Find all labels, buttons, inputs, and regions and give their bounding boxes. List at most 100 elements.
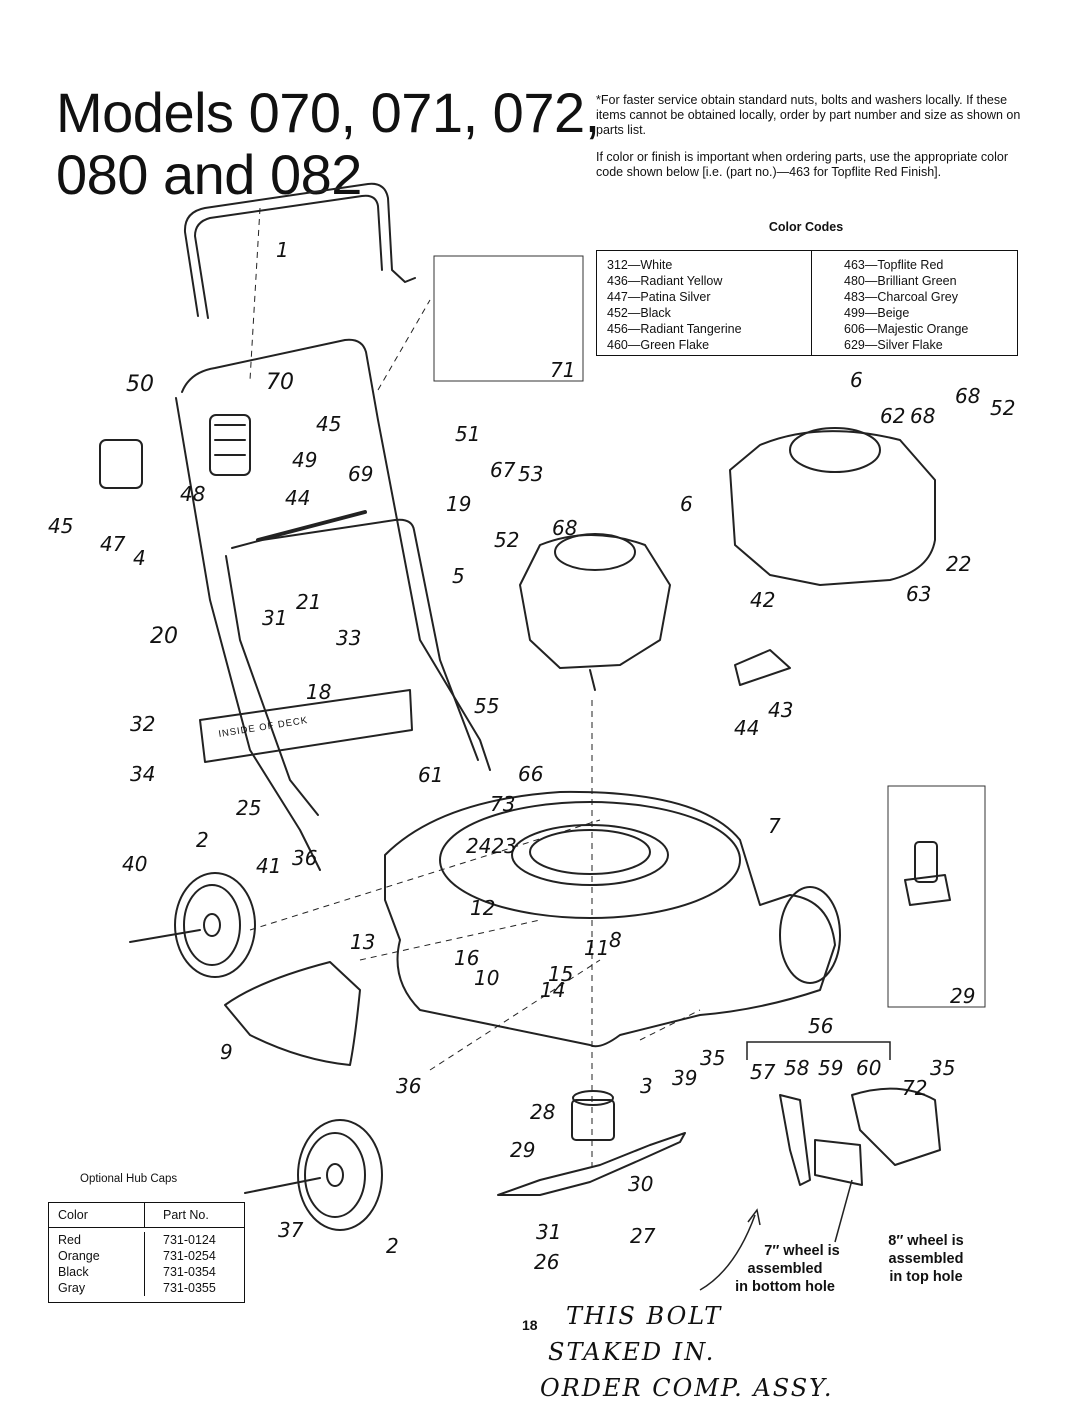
callout-10: 10 xyxy=(474,966,500,990)
callout-53: 53 xyxy=(518,462,544,486)
arrow-to-top-hole xyxy=(834,1179,853,1243)
color-code-item: 452—Black xyxy=(607,306,671,320)
color-code-item: 499—Beige xyxy=(844,306,910,320)
callout-44: 44 xyxy=(285,486,311,510)
callout-33: 33 xyxy=(336,626,362,650)
callout-2-lower: 2 xyxy=(386,1234,399,1258)
callout-16: 16 xyxy=(454,946,480,970)
callout-57: 57 xyxy=(750,1060,776,1084)
callout-72: 72 xyxy=(902,1076,928,1100)
callout-66: 66 xyxy=(518,762,544,786)
color-code-item: 456—Radiant Tangerine xyxy=(607,322,742,336)
note-line: 7″ wheel is xyxy=(764,1243,840,1259)
callout-63: 63 xyxy=(906,582,932,606)
rear-deflector xyxy=(224,961,361,1066)
callout-49: 49 xyxy=(292,448,318,472)
table-cell: 731-0124 xyxy=(163,1233,216,1247)
callout-68: 68 xyxy=(552,516,578,540)
callout-62: 62 xyxy=(880,404,906,428)
inset-adapter xyxy=(904,874,951,906)
color-code-item: 629—Silver Flake xyxy=(844,338,943,352)
callout-39: 39 xyxy=(672,1066,698,1090)
callout-3: 3 xyxy=(640,1074,653,1098)
callout-27: 27 xyxy=(630,1224,656,1248)
callout-22: 22 xyxy=(946,552,972,576)
engine-detail xyxy=(729,430,936,586)
callout-48: 48 xyxy=(180,482,206,506)
callout-59: 59 xyxy=(818,1056,844,1080)
seven-inch-wheel-note: 7″ wheel is assembled in bottom hole xyxy=(710,1242,860,1296)
page-title: Models 070, 071, 072, 080 and 082 xyxy=(56,82,600,206)
color-codes-table: 312—White 436—Radiant Yellow 447—Patina … xyxy=(596,250,1018,356)
hub-caps-title: Optional Hub Caps xyxy=(80,1173,178,1185)
hub-caps-parts: 731-0124 731-0254 731-0354 731-0355 xyxy=(145,1232,244,1296)
callout-73: 73 xyxy=(490,792,516,816)
callout-29: 29 xyxy=(510,1138,536,1162)
callout-30: 30 xyxy=(628,1172,654,1196)
table-cell: 731-0354 xyxy=(163,1265,216,1279)
color-code-item: 460—Green Flake xyxy=(607,338,710,352)
upper-handle xyxy=(183,182,416,317)
page-number: 18 xyxy=(522,1317,538,1333)
throttle-control xyxy=(734,649,791,686)
note-line: in bottom hole xyxy=(735,1279,835,1295)
callout-9: 9 xyxy=(220,1040,233,1064)
callout-37: 37 xyxy=(278,1218,304,1242)
title-line-2: 080 and 082 xyxy=(56,143,362,206)
callout-68-inset-b: 68 xyxy=(910,404,936,428)
callout-51: 51 xyxy=(455,422,481,446)
right-wheel xyxy=(779,886,841,984)
color-code-item: 447—Patina Silver xyxy=(607,290,711,304)
table-cell: Black xyxy=(58,1265,89,1279)
callout-32: 32 xyxy=(130,712,156,736)
hub-caps-header: Color Part No. xyxy=(49,1203,244,1228)
callout-41: 41 xyxy=(256,854,282,878)
hub-caps-colors: Red Orange Black Gray xyxy=(49,1232,145,1296)
callout-5: 5 xyxy=(452,564,465,588)
mower-deck xyxy=(384,790,836,1048)
callout-58: 58 xyxy=(784,1056,810,1080)
callout-52: 52 xyxy=(494,528,520,552)
handwritten-note-line-2: STAKED IN. xyxy=(548,1338,716,1366)
callout-40: 40 xyxy=(122,852,148,876)
callout-29-inset: 29 xyxy=(950,984,976,1008)
note-fasteners: *For faster service obtain standard nuts… xyxy=(596,93,1021,137)
callout-47: 47 xyxy=(100,532,126,556)
callout-15: 15 xyxy=(548,962,574,986)
color-code-item: 483—Charcoal Grey xyxy=(844,290,958,304)
inset-top-frame xyxy=(433,255,584,382)
table-cell: Gray xyxy=(58,1281,86,1295)
callout-35: 35 xyxy=(700,1046,726,1070)
color-codes-right-column: 463—Topflite Red 480—Brilliant Green 483… xyxy=(844,257,968,353)
cutting-blade xyxy=(497,1132,686,1196)
height-bracket xyxy=(779,1094,811,1186)
callout-34: 34 xyxy=(130,762,156,786)
color-codes-left-column: 312—White 436—Radiant Yellow 447—Patina … xyxy=(607,257,742,353)
upper-handle-inner xyxy=(194,194,383,319)
engine xyxy=(519,534,671,669)
lower-handle xyxy=(181,338,491,771)
callout-13: 13 xyxy=(350,930,376,954)
callout-18: 18 xyxy=(306,680,332,704)
callout-52-inset: 52 xyxy=(990,396,1016,420)
color-code-item: 480—Brilliant Green xyxy=(844,274,957,288)
control-switch xyxy=(209,414,251,476)
callout-44-right: 44 xyxy=(734,716,760,740)
hub-caps-col-color: Color xyxy=(49,1203,145,1227)
callout-1: 1 xyxy=(276,238,289,262)
callout-6-inset: 6 xyxy=(850,368,863,392)
table-cell: 731-0355 xyxy=(163,1281,216,1295)
callout-8: 8 xyxy=(609,928,622,952)
note-line: 8″ wheel is xyxy=(888,1233,964,1249)
inset-right-frame xyxy=(887,785,986,1008)
wheel-bracket-bracket xyxy=(746,1041,891,1060)
hub-caps-col-part: Part No. xyxy=(163,1208,209,1222)
callout-2: 2 xyxy=(196,828,209,852)
callout-56: 56 xyxy=(808,1014,834,1038)
table-cell: Orange xyxy=(58,1249,100,1263)
callout-6: 6 xyxy=(680,492,693,516)
callout-45-left: 45 xyxy=(48,514,74,538)
callout-21: 21 xyxy=(296,590,322,614)
color-code-item: 463—Topflite Red xyxy=(844,258,944,272)
